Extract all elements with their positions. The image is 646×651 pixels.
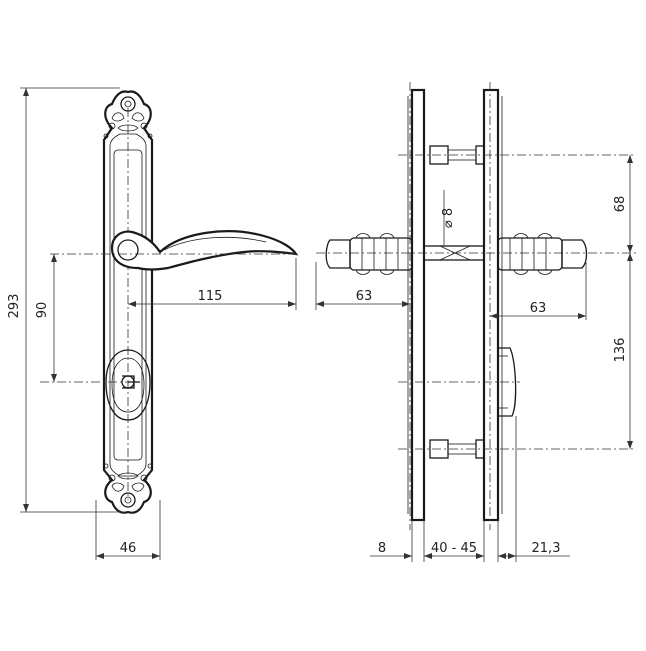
dim-21-3-label: 21,3 [532,541,561,556]
dim-46-label: 46 [120,541,137,556]
dim-top-screw: 68 [613,155,633,253]
lever-handle [110,230,299,271]
dim-handle-length: 115 [128,258,297,310]
top-screw [398,145,636,165]
dim-293-label: 293 [7,294,22,319]
bottom-ornament [103,463,153,508]
right-handle-side [497,233,588,275]
dim-68-label: 68 [613,196,628,213]
dim-136-label: 136 [613,338,628,363]
side-plate-left [410,88,426,522]
dim-8-label: 8 [378,541,386,556]
dim-63-right-label: 63 [530,301,547,316]
dim-right-projection: 63 [490,262,587,320]
front-view: 293 90 115 46 [7,87,300,560]
spindle: ⌀ 8 [316,190,636,261]
cylinder-cap [398,347,520,417]
dim-bottom-row: 8 40 - 45 21,3 [370,416,570,562]
dim-door-thickness-label: 40 - 45 [431,541,477,556]
side-plate-right [482,88,500,522]
side-view: ⌀ 8 [315,82,636,562]
dim-90-label: 90 [35,302,50,319]
dim-handle-to-key: 90 [35,254,57,382]
top-ornament [103,96,153,139]
front-plate-panel [113,149,143,461]
spindle-dia-label: ⌀ 8 [441,208,456,228]
dim-plate-width: 46 [95,500,161,560]
front-plate-inner-border [109,133,147,477]
dim-bottom-screw: 136 [613,253,633,449]
dim-115-label: 115 [198,289,223,304]
dim-63-left-label: 63 [356,289,373,304]
key-escutcheon [105,349,151,421]
bottom-screw [398,439,636,459]
front-plate-outline [102,90,154,514]
left-handle-side [325,233,413,275]
dim-plate-height: 293 [7,87,124,513]
dim-left-projection: 63 [315,262,410,310]
